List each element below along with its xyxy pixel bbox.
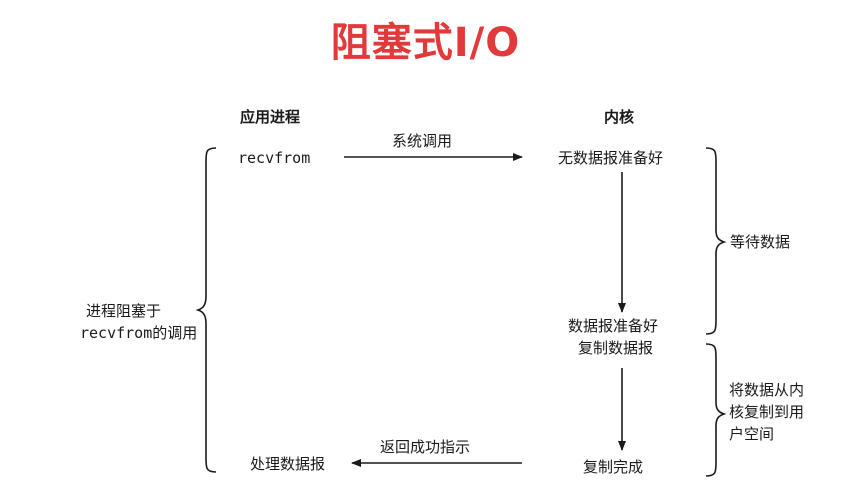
no-datagram-label: 无数据报准备好 — [558, 149, 664, 167]
datagram-ready-label: 数据报准备好 — [568, 317, 659, 335]
wait-brace — [705, 147, 727, 335]
syscall-label: 系统调用 — [392, 132, 453, 150]
return-success-label: 返回成功指示 — [380, 438, 471, 456]
copy-datagram-label: 复制数据报 — [578, 339, 654, 357]
page-title: 阻塞式I/O — [330, 20, 521, 66]
recvfrom-call-label: recvfrom — [238, 149, 311, 167]
blocked-call-suffix: 的调用 — [152, 324, 198, 342]
copy-to-user-label: 将数据从内核复制到用户空间 — [729, 381, 805, 443]
process-blocked-label: 进程阻塞于 recvfrom的调用 — [80, 300, 197, 344]
copy-brace — [705, 343, 727, 477]
wait-for-data-label: 等待数据 — [730, 233, 791, 251]
blocked-call-name: recvfrom — [80, 324, 153, 342]
process-datagram-label: 处理数据报 — [250, 455, 326, 473]
copy-done-label: 复制完成 — [583, 458, 644, 476]
left-brace — [195, 147, 217, 473]
process-blocked-line1: 进程阻塞于 — [86, 302, 162, 320]
kernel-column-header: 内核 — [604, 108, 635, 126]
app-column-header: 应用进程 — [240, 108, 301, 126]
process-blocked-line2: recvfrom的调用 — [80, 322, 197, 344]
